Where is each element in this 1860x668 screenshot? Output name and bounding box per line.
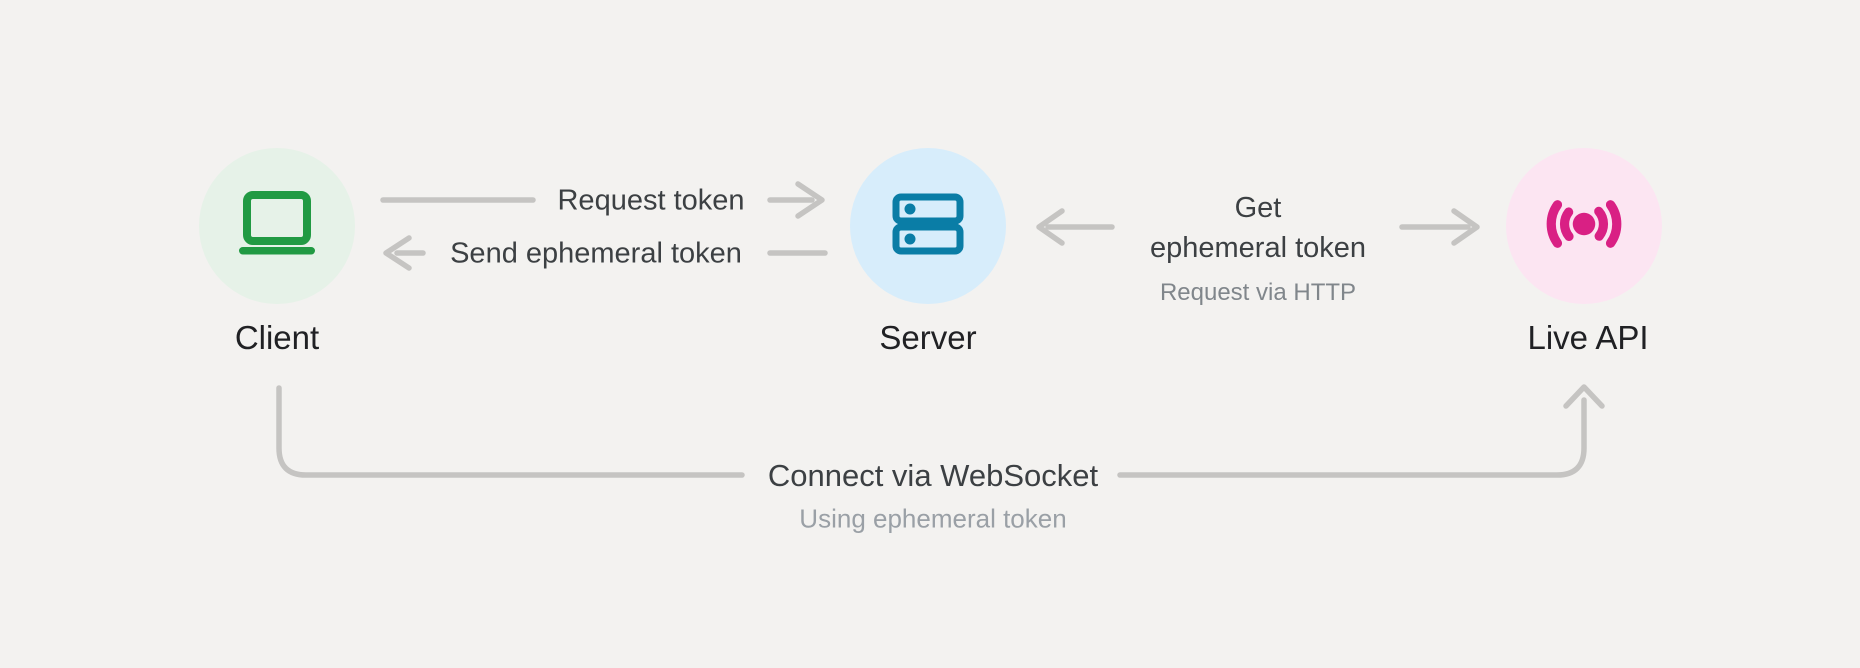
edge-label-get-token-line2: ephemeral token bbox=[1149, 232, 1367, 264]
live-api-node bbox=[1506, 148, 1662, 304]
edge-label-get-ephemeral-token: Get ephemeral token bbox=[1150, 188, 1366, 268]
edge-label-request-token: Request token bbox=[557, 184, 745, 217]
arrow-connect-websocket bbox=[276, 384, 1605, 478]
client-node-label: Client bbox=[234, 319, 320, 356]
arrow-request-token bbox=[380, 181, 825, 219]
edge-label-connect-websocket: Connect via WebSocket bbox=[767, 458, 1099, 493]
client-node bbox=[199, 148, 355, 304]
server-node bbox=[850, 148, 1006, 304]
server-node-label: Server bbox=[879, 319, 977, 356]
live-broadcast-icon bbox=[1541, 185, 1627, 268]
arrow-get-token-to-live-api bbox=[1399, 208, 1480, 246]
arrow-get-token-to-server bbox=[1036, 208, 1115, 246]
edge-sublabel-request-via-http: Request via HTTP bbox=[1159, 279, 1357, 306]
edge-sublabel-using-ephemeral-token: Using ephemeral token bbox=[799, 503, 1067, 534]
edge-label-get-token-line1: Get bbox=[1234, 192, 1282, 224]
arrow-send-ephemeral-token bbox=[383, 235, 828, 271]
edge-label-send-ephemeral-token: Send ephemeral token bbox=[450, 237, 742, 270]
server-rack-icon bbox=[892, 193, 964, 260]
live-api-node-label: Live API bbox=[1527, 319, 1649, 356]
laptop-icon bbox=[237, 190, 317, 262]
